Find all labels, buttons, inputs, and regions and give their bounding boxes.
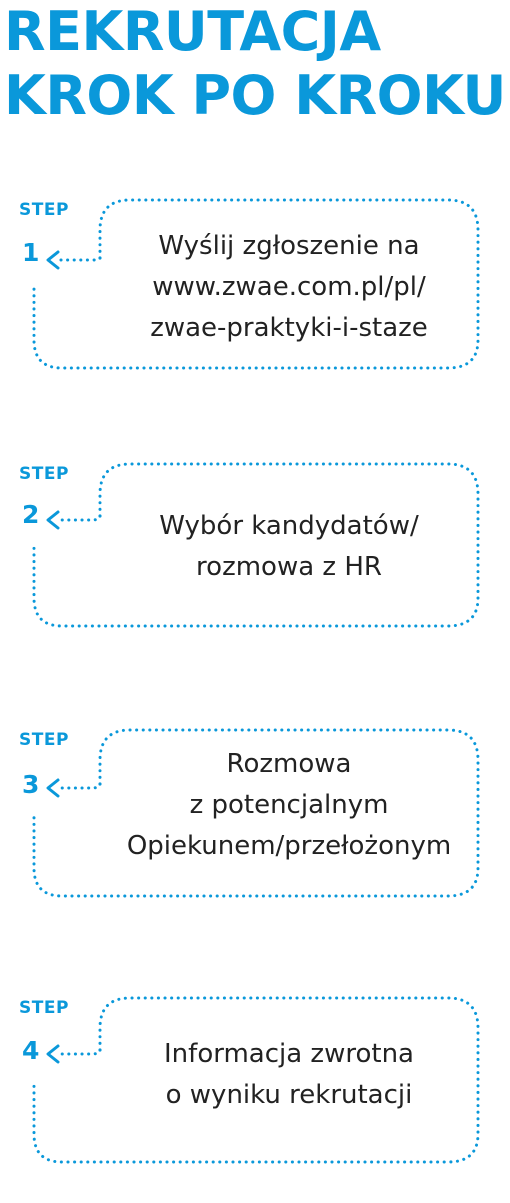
arrow-left-icon: [46, 250, 60, 270]
page-title-line-1: REKRUTACJA: [4, 0, 381, 63]
step-label: STEP: [19, 730, 69, 750]
step-description-line: zwae-praktyki-i-staze: [150, 313, 428, 343]
step-description: Wybór kandydatów/ rozmowa z HR: [100, 506, 478, 588]
step-number: 3: [22, 770, 40, 799]
step-label: STEP: [19, 464, 69, 484]
step-number: 4: [22, 1036, 40, 1065]
page-title: REKRUTACJA KROK PO KROKU: [4, 0, 506, 128]
step-description-line: www.zwae.com.pl/pl/: [152, 272, 426, 302]
step-description-line: o wyniku rekrutacji: [165, 1080, 413, 1110]
arrow-left-icon: [46, 510, 60, 530]
step-frame: [32, 198, 480, 370]
step-description: Rozmowa z potencjalnym Opiekunem/przełoż…: [100, 744, 478, 867]
step-description-line: Rozmowa: [226, 749, 352, 779]
step-description-line: rozmowa z HR: [196, 552, 382, 582]
step-3: STEP 3 Rozmowa z potencjalnym Opiekunem/…: [0, 728, 510, 930]
arrow-left-icon: [46, 1044, 60, 1064]
step-description-line: z potencjalnym: [189, 790, 389, 820]
step-description: Wyślij zgłoszenie na www.zwae.com.pl/pl/…: [100, 226, 478, 349]
step-description-line: Informacja zwrotna: [164, 1039, 414, 1069]
step-frame: [32, 728, 480, 898]
step-frame: [32, 462, 480, 628]
step-frame: [32, 996, 480, 1164]
step-number: 1: [22, 238, 40, 267]
arrow-left-icon: [46, 778, 60, 798]
step-1: STEP 1 Wyślij zgłoszenie na www.zwae.com…: [0, 198, 510, 400]
step-label: STEP: [19, 200, 69, 220]
step-label: STEP: [19, 998, 69, 1018]
step-2: STEP 2 Wybór kandydatów/ rozmowa z HR: [0, 462, 510, 664]
step-description-line: Wybór kandydatów/: [159, 511, 419, 541]
step-description-line: Wyślij zgłoszenie na: [158, 231, 420, 261]
step-description-line: Opiekunem/przełożonym: [126, 831, 452, 861]
step-4: STEP 4 Informacja zwrotna o wyniku rekru…: [0, 996, 510, 1198]
page-title-line-2: KROK PO KROKU: [4, 64, 506, 127]
step-number: 2: [22, 500, 40, 529]
step-description: Informacja zwrotna o wyniku rekrutacji: [100, 1034, 478, 1116]
